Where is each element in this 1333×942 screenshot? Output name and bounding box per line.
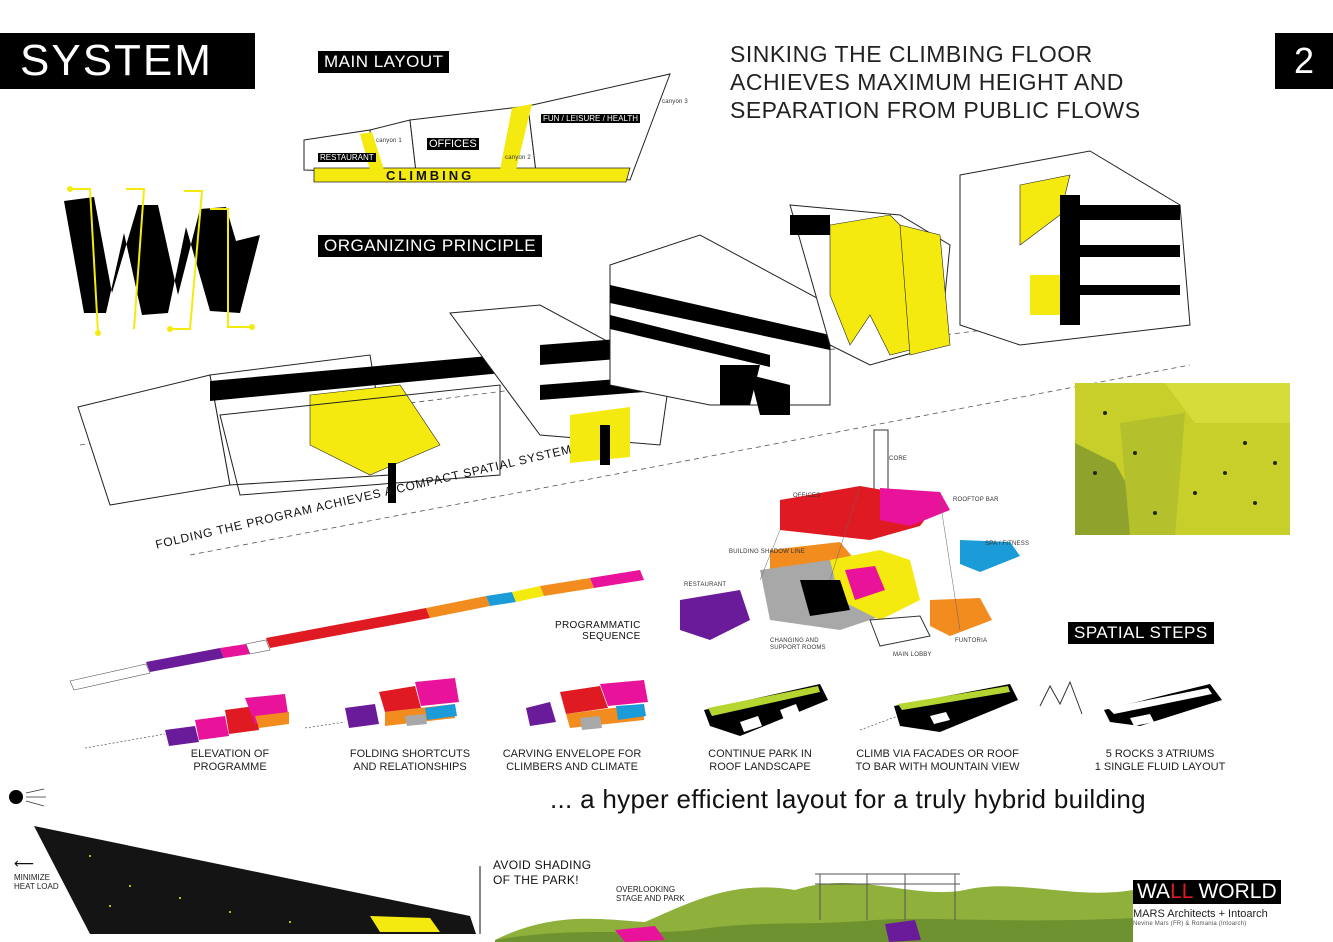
step-6-diagram xyxy=(1104,684,1222,726)
headline-line-1: SINKING THE CLIMBING FLOOR xyxy=(730,41,1093,67)
step-2-diagram xyxy=(304,678,459,729)
main-layout-label: MAIN LAYOUT xyxy=(318,51,450,73)
label-restaurant: RESTAURANT xyxy=(684,582,727,588)
wall-world-logo: WALL WORLD xyxy=(1133,880,1281,904)
axonometric-building xyxy=(77,150,1191,556)
headline: SINKING THE CLIMBING FLOOR ACHIEVES MAXI… xyxy=(730,40,1141,124)
climbing-wall-photo xyxy=(1075,383,1290,535)
step-2-caption: FOLDING SHORTCUTS AND RELATIONSHIPS xyxy=(349,748,471,773)
zone-canyon-1: canyon 1 xyxy=(376,138,402,144)
zone-offices: OFFICES xyxy=(427,138,479,150)
tagline: ... a hyper efficient layout for a truly… xyxy=(550,784,1146,814)
page-number: 2 xyxy=(1275,33,1333,89)
zone-restaurant: RESTAURANT xyxy=(318,153,376,162)
overlooking-label: OVERLOOKING STAGE AND PARK xyxy=(616,885,685,903)
step-4-diagram xyxy=(704,684,828,736)
step-1-caption: ELEVATION OF PROGRAMME xyxy=(190,748,270,773)
label-spa: SPA / FITNESS xyxy=(985,541,1030,547)
arrow-left-icon: ⟵ xyxy=(14,855,35,871)
headline-line-3: SEPARATION FROM PUBLIC FLOWS xyxy=(730,97,1141,123)
label-core: CORE xyxy=(889,456,908,462)
zone-canyon-3: canyon 3 xyxy=(662,99,688,105)
zone-climbing: CLIMBING xyxy=(386,168,475,183)
credit-line-2: Nevine Mars (FR) & Romania (Intoarch) xyxy=(1133,921,1247,927)
label-changing: CHANGING AND SUPPORT ROOMS xyxy=(770,638,826,651)
organizing-principle-label: ORGANIZING PRINCIPLE xyxy=(318,235,543,257)
label-funtoria: FUNTORIA xyxy=(955,638,988,644)
label-offices: OFFICES xyxy=(793,493,821,499)
step-3-caption: CARVING ENVELOPE FOR CLIMBERS AND CLIMAT… xyxy=(502,748,642,773)
step-4-caption: CONTINUE PARK IN ROOF LANDSCAPE xyxy=(708,748,812,773)
page-title: SYSTEM xyxy=(0,33,255,89)
headline-line-2: ACHIEVES MAXIMUM HEIGHT AND xyxy=(730,69,1124,95)
label-main-lobby: MAIN LOBBY xyxy=(893,652,932,658)
zone-fun: FUN / LEISURE / HEALTH xyxy=(541,114,640,123)
section-building xyxy=(34,826,481,934)
spatial-steps-label: SPATIAL STEPS xyxy=(1068,622,1214,644)
credit-line-1: MARS Architects + Intoarch xyxy=(1133,908,1268,920)
label-rooftop-bar: ROOFTOP BAR xyxy=(953,497,999,503)
step-5-diagram xyxy=(859,680,1083,732)
step-5-caption: CLIMB VIA FACADES OR ROOF TO BAR WITH MO… xyxy=(855,748,1020,773)
minimize-heat-label: MINIMIZE HEAT LOAD xyxy=(14,873,59,891)
programmatic-sequence-label: PROGRAMMATIC SEQUENCE xyxy=(555,620,641,642)
step-1-diagram xyxy=(84,694,289,749)
avoid-shading-label: AVOID SHADING OF THE PARK! xyxy=(493,858,592,887)
program-ribbon xyxy=(69,570,644,691)
zone-canyon-2: canyon 2 xyxy=(505,155,531,161)
step-3-diagram xyxy=(526,680,648,730)
label-shadow-line: BUILDING SHADOW LINE xyxy=(729,549,806,555)
park-landscape xyxy=(495,873,1133,942)
organizing-principle-glyph xyxy=(64,186,260,336)
sun-icon xyxy=(9,788,46,807)
step-6-caption: 5 ROCKS 3 ATRIUMS 1 SINGLE FLUID LAYOUT xyxy=(1094,748,1226,773)
exploded-axonometric xyxy=(680,429,1020,647)
